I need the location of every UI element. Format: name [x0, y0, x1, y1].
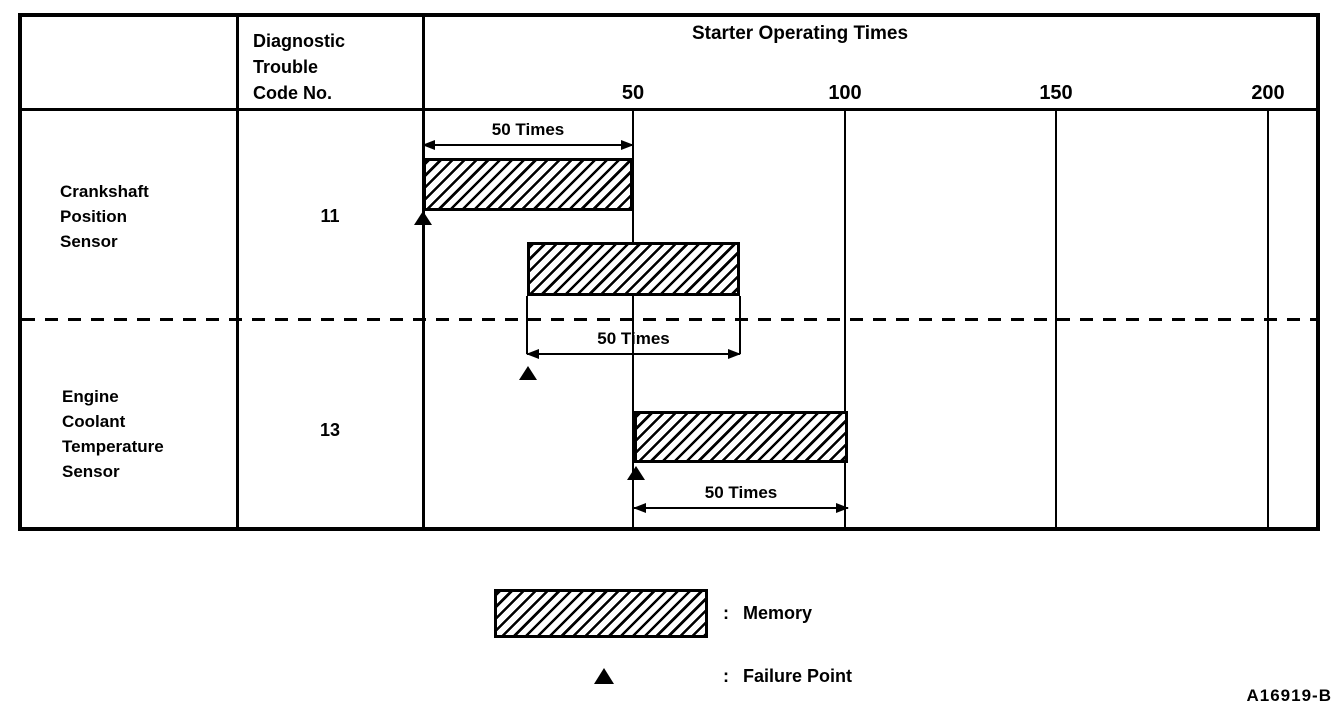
- arrow-right-icon: [836, 503, 849, 513]
- memory-bar-3: [634, 411, 848, 463]
- gridline-150: [1055, 108, 1057, 527]
- axis-tick-150: 150: [1039, 82, 1073, 104]
- sensor-label-crankshaft: Crankshaft Position Sensor: [60, 182, 149, 251]
- gridline-200: [1267, 108, 1269, 527]
- row-separator-line: [22, 318, 1316, 321]
- arrow-left-icon: [633, 503, 646, 513]
- failure-point-marker-1: [414, 211, 432, 225]
- arrow-right-icon: [621, 140, 634, 150]
- dimension-arrow: [526, 349, 741, 359]
- legend-failure-item: : Failure Point: [723, 662, 852, 690]
- legend-failure-label: Failure Point: [743, 665, 853, 686]
- header-bottom-line: [22, 108, 1316, 111]
- dimension-arrow: [422, 140, 634, 150]
- dtc-table: Starter Operating Times Diagnostic Troub…: [18, 13, 1320, 531]
- axis-tick-100: 100: [828, 82, 862, 104]
- dimension-arrow: [633, 503, 849, 513]
- legend-failure-marker-icon: [594, 668, 614, 684]
- duration-label: 50 Times: [597, 329, 670, 348]
- legend-separator: :: [723, 603, 729, 623]
- dtc-column-header: Diagnostic Trouble Code No.: [253, 31, 346, 103]
- legend-memory-item: : Memory: [723, 589, 812, 638]
- legend-separator: :: [723, 665, 729, 686]
- gridline-50: [632, 108, 634, 527]
- axis-tick-200: 200: [1251, 82, 1285, 104]
- failure-point-marker-3: [627, 466, 645, 480]
- gridline-100: [844, 108, 846, 527]
- sensor-label-coolant: Engine Coolant Temperature Sensor: [62, 387, 164, 481]
- dtc-value-11: 11: [320, 206, 340, 226]
- chart-title: Starter Operating Times: [691, 23, 909, 44]
- column-divider-sensor-dtc: [236, 17, 239, 527]
- extension-line-right: [739, 296, 741, 354]
- column-divider-dtc-chart: [422, 17, 425, 527]
- memory-bar-1: [423, 158, 633, 211]
- duration-label: 50 Times: [704, 483, 778, 502]
- arrow-left-icon: [526, 349, 539, 359]
- figure-code: A16919-B: [1246, 686, 1332, 705]
- memory-bar-2: [527, 242, 740, 296]
- axis-tick-50: 50: [621, 82, 645, 104]
- dtc-value-13: 13: [319, 420, 341, 440]
- extension-line-left: [526, 296, 528, 354]
- arrow-left-icon: [422, 140, 435, 150]
- failure-point-marker-2: [519, 366, 537, 380]
- legend-memory-swatch: [494, 589, 708, 638]
- duration-label: 50 Times: [491, 120, 565, 139]
- legend-memory-label: Memory: [743, 603, 813, 623]
- arrow-right-icon: [728, 349, 741, 359]
